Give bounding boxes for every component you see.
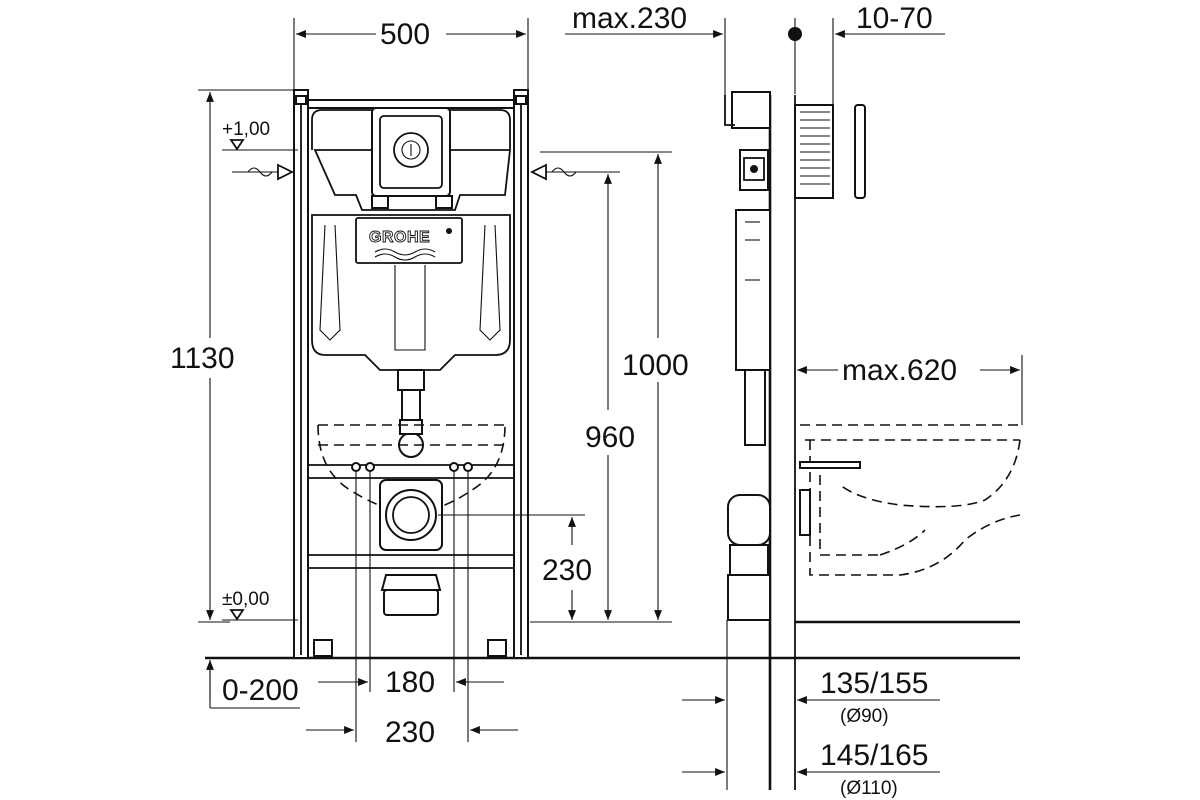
dim-floor-adjust: 0-200 [206, 660, 300, 709]
wall-thickness-label: 10-70 [856, 2, 933, 35]
floor-level-label: ±0,00 [222, 589, 269, 610]
dim-max-620: max.620 [797, 354, 1023, 425]
level-markers: +1,00 ±0,00 [222, 119, 298, 621]
bolt-height-label: 960 [585, 421, 635, 454]
spacing-180-label: 180 [385, 666, 435, 699]
offset-2-label: 145/165 [820, 739, 928, 772]
offset-1-label: 135/155 [820, 667, 928, 700]
side-frame [724, 91, 811, 621]
floor-adjust-label: 0-200 [222, 674, 299, 707]
frame [293, 89, 529, 659]
spacing-230-label: 230 [385, 716, 435, 749]
bowl-outline-front [317, 424, 506, 513]
diameter-1-label: (Ø90) [840, 706, 889, 727]
height-label: 1130 [170, 342, 235, 375]
flush-actuator [371, 107, 453, 209]
dim-drain-height-230: 230 [438, 514, 592, 620]
water-inlet-arrows [232, 163, 620, 181]
dim-spacing-180: 180 [318, 470, 504, 699]
dim-height-960: 960 [585, 174, 635, 620]
toilet-bowl-dashed [799, 424, 1021, 576]
dim-width-500: 500 [293, 18, 529, 92]
water-level-label: +1,00 [222, 119, 270, 140]
width-label: 500 [380, 18, 430, 51]
max-230-label: max.230 [572, 2, 687, 35]
flush-pipe [397, 369, 425, 458]
diameter-2-label: (Ø110) [840, 778, 898, 799]
dim-10-70: 10-70 [788, 2, 945, 104]
grohe-logo: GROHE [369, 229, 430, 246]
dim-max-230: max.230 [565, 2, 726, 96]
flush-plate-side [794, 104, 866, 199]
front-view: GROHE [170, 18, 1020, 749]
drain-height-label: 230 [542, 554, 592, 587]
drain-connector [379, 479, 443, 616]
side-view: max.230 10-70 max.620 135/155 (Ø90) [565, 2, 1023, 799]
dim-height-1130: 1130 [170, 89, 294, 623]
dim-outlet-145-165: 145/165 (Ø110) [682, 739, 940, 799]
dim-outlet-135-155: 135/155 (Ø90) [682, 620, 940, 790]
bowl-length-label: max.620 [842, 354, 957, 387]
flush-height-label: 1000 [622, 349, 689, 382]
dim-height-1000: 1000 [530, 151, 689, 623]
dim-spacing-230: 230 [306, 470, 518, 749]
